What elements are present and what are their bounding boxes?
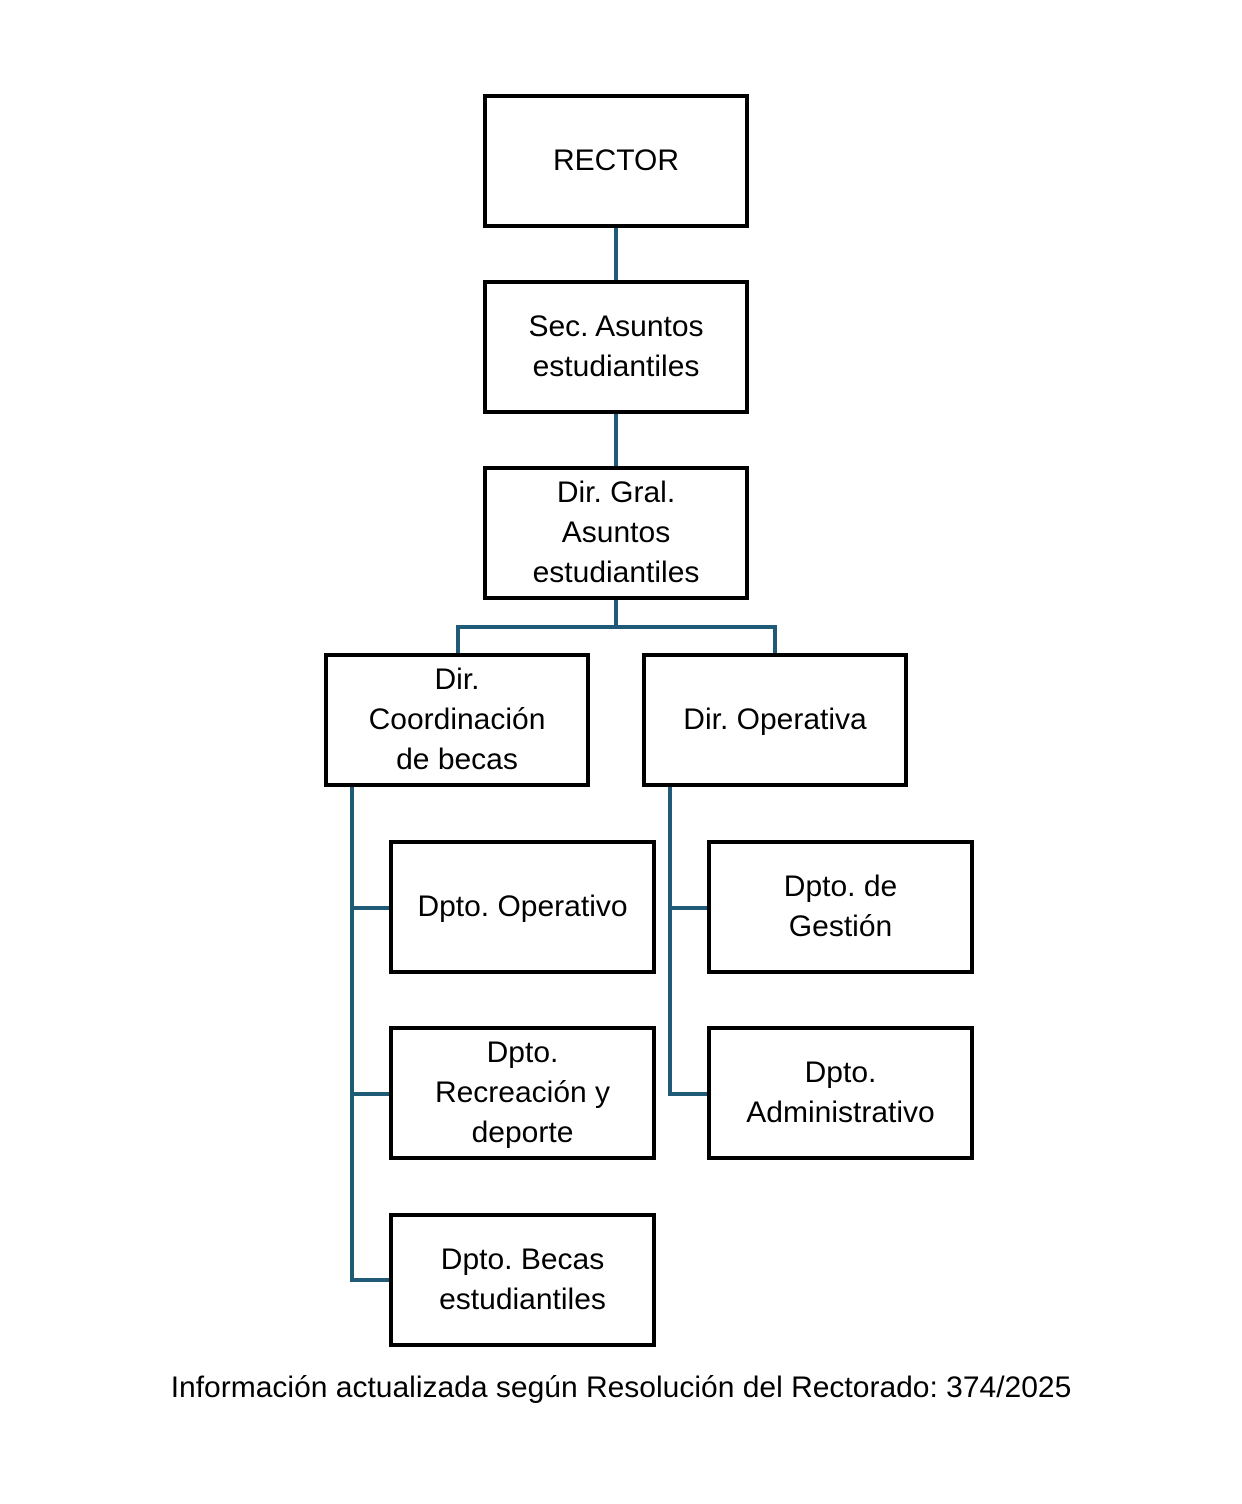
dpto-operativo-label: Dpto. Operativo — [417, 890, 628, 923]
direccion-general-label-line-2: Asuntos — [561, 516, 671, 549]
secretaria-box: Sec. Asuntos estudiantiles — [483, 280, 749, 414]
direccion-general-box: Dir. Gral. Asuntos estudiantiles — [483, 466, 749, 600]
footer-note: Información actualizada según Resolución… — [170, 1371, 1072, 1404]
dpto-administrativo-label-line-2: Administrativo — [746, 1096, 935, 1129]
dpto-gestion-label-line-1: Dpto. de — [783, 870, 898, 903]
dir-coordinacion-becas-label-line-2: Coordinación — [368, 703, 546, 736]
dpto-recreacion-deporte-label-line-1: Dpto. — [486, 1036, 559, 1069]
dpto-gestion-label-line-2: Gestión — [788, 910, 893, 943]
secretaria-label-line-1: Sec. Asuntos — [528, 310, 704, 343]
direccion-general-label-line-3: estudiantiles — [532, 556, 700, 589]
dpto-gestion-box: Dpto. de Gestión — [707, 840, 974, 974]
dpto-operativo-box: Dpto. Operativo — [389, 840, 656, 974]
dpto-administrativo-box: Dpto. Administrativo — [707, 1026, 974, 1160]
dir-operativa-label: Dir. Operativa — [683, 703, 867, 736]
dpto-recreacion-deporte-label-line-3: deporte — [471, 1116, 574, 1149]
dpto-becas-estudiantiles-box: Dpto. Becas estudiantiles — [389, 1213, 656, 1347]
secretaria-label-line-2: estudiantiles — [532, 350, 700, 383]
dir-coordinacion-becas-label-line-1: Dir. — [434, 663, 480, 696]
dpto-becas-estudiantiles-label-line-2: estudiantiles — [439, 1283, 606, 1316]
direccion-general-label-line-1: Dir. Gral. — [556, 476, 676, 509]
dir-operativa-box: Dir. Operativa — [642, 653, 908, 787]
dpto-recreacion-deporte-label-line-2: Recreación y — [434, 1076, 611, 1109]
rector-label: RECTOR — [552, 144, 680, 177]
rector-box: RECTOR — [483, 94, 749, 228]
dir-coordinacion-becas-label-line-3: de becas — [396, 743, 518, 776]
dir-coordinacion-becas-box: Dir. Coordinación de becas — [324, 653, 590, 787]
dpto-recreacion-deporte-box: Dpto. Recreación y deporte — [389, 1026, 656, 1160]
dpto-administrativo-label-line-1: Dpto. — [804, 1056, 877, 1089]
dpto-becas-estudiantiles-label-line-1: Dpto. Becas — [440, 1243, 605, 1276]
